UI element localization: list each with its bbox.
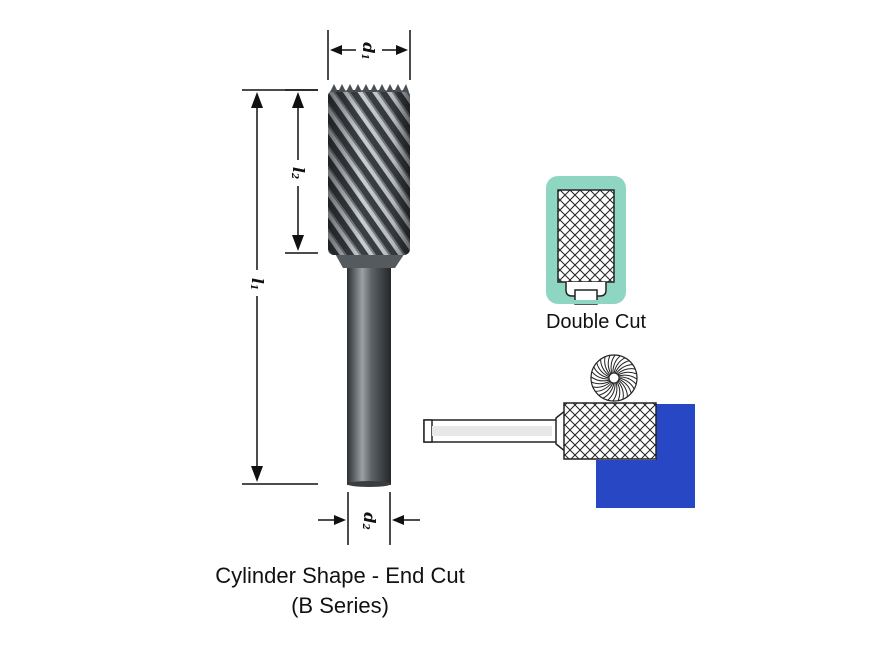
d2-letter: d — [361, 512, 380, 523]
burr-shank — [347, 260, 391, 485]
l1-letter: l — [249, 278, 268, 284]
svg-text:d2: d2 — [361, 512, 380, 529]
rosette-petal — [604, 356, 611, 376]
rosette-petal — [595, 382, 613, 392]
burr-end-teeth — [330, 84, 409, 92]
burr-tool — [328, 84, 410, 487]
dimension-l1: l1 — [242, 89, 318, 485]
rosette-petal — [618, 377, 635, 390]
rosette-petal — [598, 382, 614, 396]
rosette-petal — [600, 359, 610, 377]
work-burr-head — [563, 402, 657, 460]
rosette-petal — [614, 360, 630, 374]
workpiece-illustration — [423, 402, 695, 508]
svg-text:d1: d1 — [360, 42, 379, 59]
cross-cut-pattern — [557, 189, 615, 283]
rosette-petal — [613, 357, 626, 374]
cut-type-label: Double Cut — [546, 311, 647, 333]
rosette-petal — [607, 355, 612, 375]
rosette-petal — [591, 380, 611, 385]
rosette-petal — [616, 368, 636, 375]
rosette-petal — [607, 382, 616, 401]
rosette-petal — [596, 362, 610, 378]
rosette-petal — [618, 378, 632, 394]
d1-subscript: 1 — [360, 53, 370, 59]
rosette-petal — [617, 371, 637, 376]
rosette-petal — [612, 382, 618, 402]
rosette-petal — [615, 364, 633, 374]
rosette-petal — [612, 355, 621, 374]
rosette-petal — [610, 354, 616, 374]
rosette-petal — [593, 366, 610, 379]
end-view-rosette — [590, 354, 638, 402]
svg-text:l1: l1 — [249, 278, 268, 290]
l2-letter: l — [290, 167, 309, 173]
rosette-petal — [591, 371, 610, 380]
dimension-d2: d2 — [318, 492, 420, 545]
d2-subscript: 2 — [361, 522, 371, 529]
rosette-petal — [618, 379, 628, 397]
rosette-petal — [602, 382, 615, 399]
caption-title: Cylinder Shape - End Cut — [215, 563, 465, 588]
rosette-petal — [592, 381, 612, 388]
caption-series: (B Series) — [291, 593, 389, 618]
dimension-d1: d1 — [327, 30, 411, 80]
l2-subscript: 2 — [290, 172, 300, 179]
svg-text:l2: l2 — [290, 167, 309, 179]
rosette-petal — [590, 376, 610, 382]
l1-subscript: 1 — [249, 284, 259, 290]
double-cut-badge — [546, 176, 626, 305]
rosette-petal — [616, 381, 621, 401]
d1-letter: d — [360, 42, 379, 53]
rosette-petal — [618, 376, 637, 385]
dimension-l2: l2 — [285, 89, 318, 254]
rosette-petal — [617, 380, 624, 400]
work-block — [596, 404, 695, 508]
rosette-petal — [618, 374, 638, 380]
